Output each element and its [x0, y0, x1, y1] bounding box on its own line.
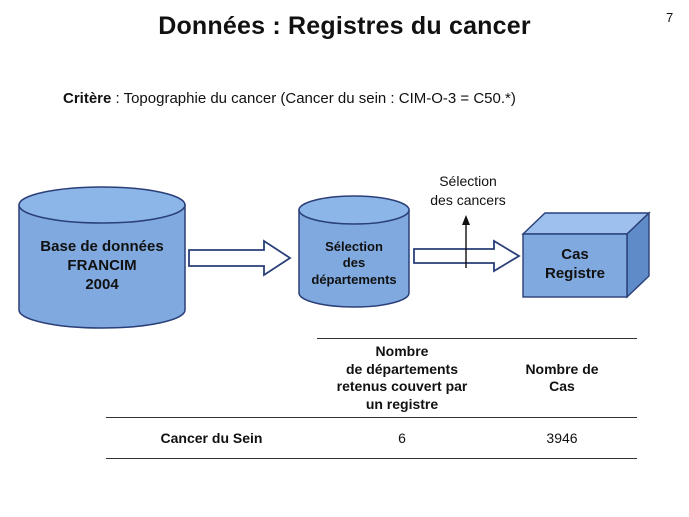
- table-header-empty: [106, 338, 317, 418]
- box-cas-registre: [521, 211, 651, 299]
- node-line: Cas: [561, 246, 589, 263]
- node-line: des: [342, 255, 366, 271]
- node-label-selection: Sélection des départements: [299, 239, 409, 288]
- node-line: départements: [311, 271, 397, 287]
- node-label-francim: Base de données FRANCIM 2004: [19, 238, 185, 294]
- cylinder-francim: [18, 186, 186, 329]
- node-line: FRANCIM: [67, 256, 137, 274]
- page-title: Données : Registres du cancer: [158, 12, 531, 40]
- annotation-line: Sélection: [439, 173, 497, 189]
- arrow-right-1: [188, 239, 292, 277]
- annotation-line: des cancers: [430, 191, 506, 208]
- table-cell-departements: 6: [398, 430, 406, 446]
- header-line: Nombre: [375, 343, 429, 359]
- arrow-up-icon: [462, 215, 470, 268]
- criteria-label: Critère: [63, 90, 112, 107]
- node-label-cas-registre: Cas Registre: [523, 246, 627, 284]
- node-line: Registre: [544, 264, 606, 282]
- header-line: Cas: [549, 378, 575, 394]
- table-row-label: Cancer du Sein: [160, 430, 263, 446]
- header-line: un registre: [365, 395, 439, 412]
- table-header-row: Nombre de départements retenus couvert p…: [106, 338, 637, 418]
- table-cell-cas: 3946: [546, 430, 578, 446]
- criteria-line: Critère : Topographie du cancer (Cancer …: [63, 90, 516, 107]
- cylinder-selection: [298, 195, 410, 308]
- node-line: 2004: [85, 275, 119, 293]
- results-table: Nombre de départements retenus couvert p…: [106, 338, 637, 459]
- node-line: Sélection: [325, 239, 383, 254]
- table-header-departements: Nombre de départements retenus couvert p…: [317, 338, 487, 418]
- slide-number: 7: [666, 10, 674, 25]
- header-line: de départements: [345, 360, 459, 377]
- selection-cancers-label: Sélection des cancers: [418, 172, 518, 210]
- header-line: Nombre de: [525, 360, 599, 377]
- table-header-cas: Nombre de Cas: [487, 338, 637, 418]
- criteria-text: : Topographie du cancer (Cancer du sein …: [111, 90, 516, 107]
- table-row: Cancer du Sein 6 3946: [106, 418, 637, 459]
- header-line: retenus couvert par: [336, 378, 468, 394]
- node-line: Base de données: [40, 238, 164, 255]
